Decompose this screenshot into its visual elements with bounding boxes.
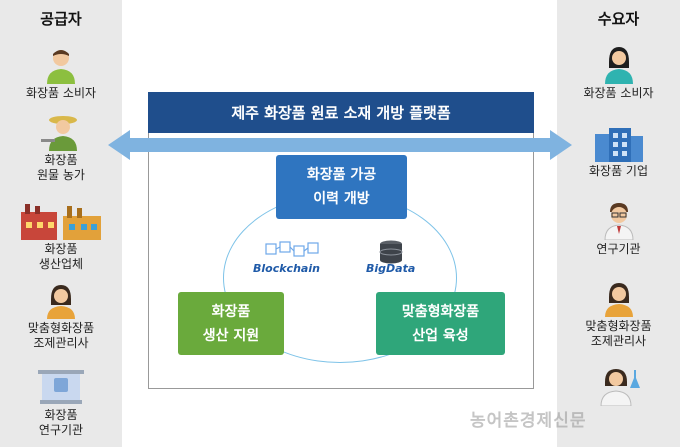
supplier-manufacturer-label: 화장품 생산업체	[38, 242, 84, 271]
node-processing-history: 화장품 가공 이력 개방	[276, 155, 407, 219]
bigdata-label: BigData	[366, 262, 416, 275]
scientist-icon	[599, 369, 640, 406]
supplier-farmer-label: 화장품 원물 농가	[37, 153, 85, 182]
demander-formulator-label: 맞춤형화장품 조제관리사	[585, 319, 652, 348]
woman-icon	[604, 283, 633, 317]
demander-title: 수요자	[597, 10, 640, 28]
demander-consumer-label: 화장품 소비자	[583, 86, 654, 100]
farmer-icon	[41, 116, 77, 151]
supplier-column: 공급자 화장품 소비자 화장품 원물 농가	[0, 0, 122, 447]
bidirectional-arrow-icon	[108, 130, 572, 160]
supplier-farmer: 화장품 원물 농가	[0, 113, 122, 183]
platform-title: 제주 화장품 원료 소재 개방 플랫폼	[148, 92, 534, 133]
supplier-manufacturer: 화장품 생산업체	[0, 202, 122, 272]
demander-column: 수요자 화장품 소비자 화장품 기업	[557, 0, 680, 447]
demander-research: 연구기관	[557, 200, 680, 257]
demander-formulator: 맞춤형화장품 조제관리사	[557, 281, 680, 349]
node-production-support: 화장품 생산 지원	[178, 292, 284, 355]
demander-research-label: 연구기관	[596, 242, 641, 256]
database-icon	[379, 240, 403, 264]
researcher-icon	[603, 203, 634, 240]
demander-consumer: 화장품 소비자	[557, 44, 680, 101]
factory-icon	[21, 204, 101, 240]
office-building-icon	[594, 128, 643, 162]
lab-building-icon	[38, 370, 84, 404]
blockchain-label: Blockchain	[253, 262, 320, 275]
supplier-consumer-label: 화장품 소비자	[25, 86, 97, 100]
demander-scientist	[557, 366, 680, 408]
supplier-research: 화장품 연구기관	[0, 366, 122, 438]
supplier-title: 공급자	[40, 10, 82, 28]
supplier-formulator: 맞춤형화장품 조제관리사	[0, 283, 122, 351]
demander-company-label: 화장품 기업	[588, 164, 648, 178]
supplier-formulator-label: 맞춤형화장품 조제관리사	[27, 321, 95, 350]
node-industry-growth: 맞춤형화장품 산업 육성	[376, 292, 505, 355]
person-icon	[47, 50, 75, 84]
supplier-consumer: 화장품 소비자	[0, 44, 122, 101]
supplier-research-label: 화장품 연구기관	[38, 408, 84, 437]
woman-headset-icon	[604, 47, 633, 84]
blockchain-icon	[265, 241, 319, 257]
watermark: 농어촌경제신문	[470, 411, 587, 431]
woman-icon	[47, 285, 75, 319]
demander-company: 화장품 기업	[557, 126, 680, 179]
